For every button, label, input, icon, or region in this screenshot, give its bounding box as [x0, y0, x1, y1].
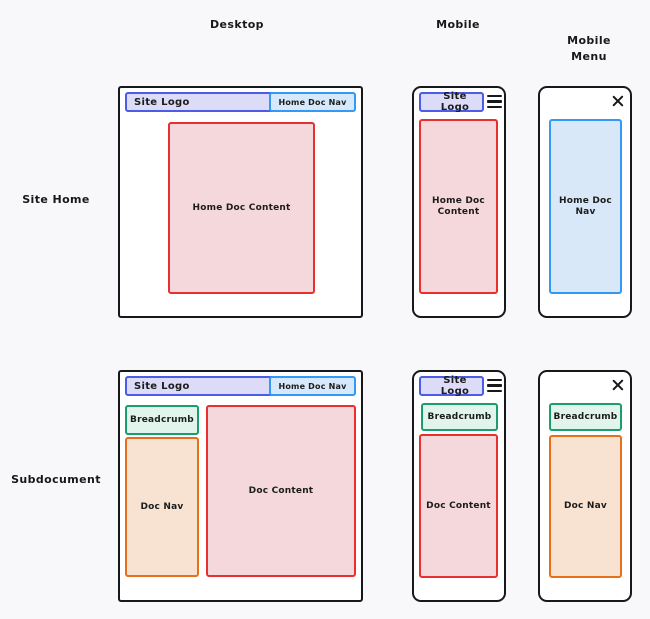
hamburger-menu-icon[interactable]: [487, 95, 502, 108]
panel-site-home-mobile-menu: Home Doc Nav: [538, 86, 632, 318]
row-header-site-home: Site Home: [22, 193, 90, 206]
site-logo-label: Site Logo: [440, 375, 470, 397]
site-logo-label: Site Logo: [440, 91, 470, 113]
doc-content-block: Doc Content: [419, 434, 498, 578]
doc-nav-block[interactable]: Doc Nav: [125, 437, 199, 577]
site-logo-label: Site Logo: [134, 96, 190, 108]
panel-subdocument-desktop: Site Logo Home Doc Nav Breadcrumb Doc Na…: [118, 370, 363, 602]
hamburger-menu-icon[interactable]: [487, 379, 502, 392]
panel-site-home-mobile: Site Logo Home Doc Content: [412, 86, 506, 318]
home-doc-nav-block[interactable]: Home Doc Nav: [269, 376, 356, 396]
home-doc-nav-label: Home Doc Nav: [278, 381, 347, 391]
panel-site-home-desktop: Site Logo Home Doc Nav Home Doc Content: [118, 86, 363, 318]
column-header-mobile: Mobile: [436, 18, 480, 31]
site-logo-block[interactable]: Site Logo: [419, 91, 484, 113]
home-doc-content-block: Home Doc Content: [419, 119, 498, 294]
breadcrumb-block[interactable]: Breadcrumb: [549, 403, 622, 431]
breadcrumb-block[interactable]: Breadcrumb: [125, 405, 199, 435]
breadcrumb-label: Breadcrumb: [427, 411, 492, 422]
doc-content-label: Doc Content: [426, 500, 491, 511]
doc-nav-label: Doc Nav: [140, 501, 184, 512]
panel-subdocument-mobile-menu: Breadcrumb Doc Nav: [538, 370, 632, 602]
breadcrumb-label: Breadcrumb: [130, 414, 194, 425]
home-doc-nav-label: Home Doc Nav: [278, 97, 347, 107]
site-logo-block[interactable]: Site Logo: [125, 376, 311, 396]
doc-nav-block[interactable]: Doc Nav: [549, 435, 622, 578]
home-doc-content-label: Home Doc Content: [192, 202, 291, 213]
site-logo-block[interactable]: Site Logo: [419, 375, 484, 397]
close-icon[interactable]: [611, 94, 625, 108]
doc-content-label: Doc Content: [248, 485, 314, 496]
column-header-mobile-menu: Mobile Menu: [567, 34, 611, 63]
column-header-desktop: Desktop: [210, 18, 264, 31]
home-doc-nav-panel[interactable]: Home Doc Nav: [549, 119, 622, 294]
breadcrumb-block[interactable]: Breadcrumb: [421, 403, 498, 431]
doc-content-block: Doc Content: [206, 405, 356, 577]
row-header-subdocument: Subdocument: [11, 473, 101, 486]
home-doc-content-label: Home Doc Content: [432, 195, 485, 217]
panel-subdocument-mobile: Site Logo Breadcrumb Doc Content: [412, 370, 506, 602]
close-icon[interactable]: [611, 378, 625, 392]
breadcrumb-label: Breadcrumb: [553, 411, 618, 422]
site-logo-label: Site Logo: [134, 380, 190, 392]
home-doc-nav-block[interactable]: Home Doc Nav: [269, 92, 356, 112]
doc-nav-label: Doc Nav: [564, 501, 607, 511]
home-doc-content-block: Home Doc Content: [168, 122, 315, 294]
site-logo-block[interactable]: Site Logo: [125, 92, 311, 112]
home-doc-nav-label: Home Doc Nav: [559, 195, 612, 217]
